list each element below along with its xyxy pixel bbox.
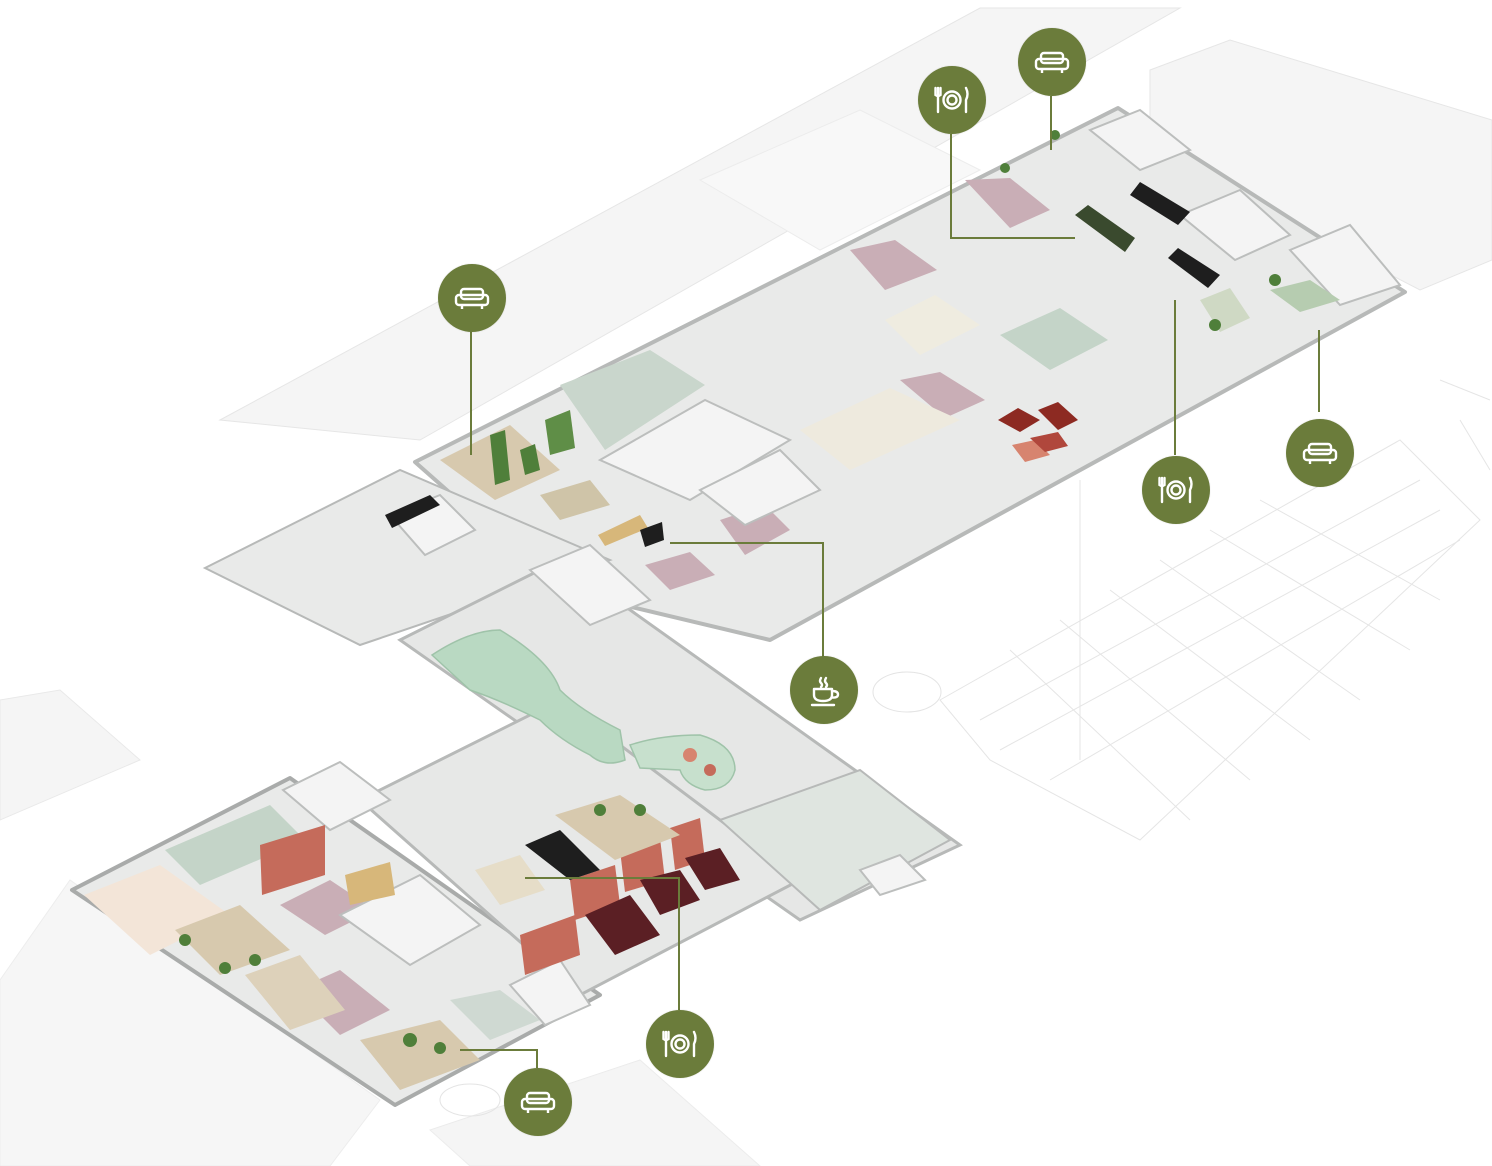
- leader-lines: [460, 96, 1320, 1068]
- marker-coffee-center[interactable]: [790, 656, 858, 724]
- wireframe-building: [939, 379, 1491, 841]
- marker-sofa-right[interactable]: [1286, 419, 1354, 487]
- mint-lounge: [430, 629, 736, 791]
- marker-sofa-top[interactable]: [1018, 28, 1086, 96]
- sofa-icon: [1034, 51, 1070, 73]
- dining-icon: [934, 86, 969, 114]
- dining-icon: [662, 1030, 697, 1058]
- dining-icon: [1158, 476, 1193, 504]
- sofa-icon: [454, 287, 490, 309]
- marker-sofa-left[interactable]: [438, 264, 506, 332]
- coffee-cup-icon: [810, 676, 840, 707]
- sofa-icon: [520, 1091, 556, 1113]
- marker-dining-bottom[interactable]: [646, 1010, 714, 1078]
- leader-line-coffee: [670, 542, 824, 657]
- leader-line-dining-top: [950, 134, 1075, 239]
- marker-dining-right[interactable]: [1142, 456, 1210, 524]
- marker-dining-top[interactable]: [918, 66, 986, 134]
- marker-sofa-bottom[interactable]: [504, 1068, 572, 1136]
- room-outlines: [281, 108, 1402, 1027]
- leader-line-dining-bottom: [525, 877, 680, 1010]
- furniture: [175, 130, 1340, 1090]
- sofa-icon: [1302, 442, 1338, 464]
- leader-line-sofa-bottom: [460, 1049, 538, 1068]
